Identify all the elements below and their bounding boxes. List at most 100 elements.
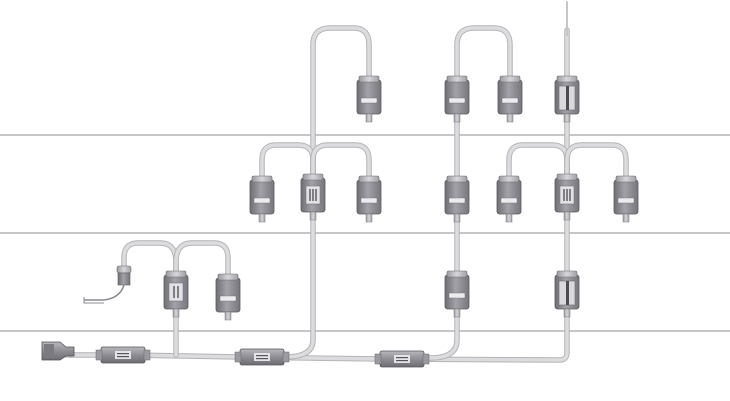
outlet-f3-a-body	[215, 277, 241, 313]
coupler-1-end-r	[143, 349, 151, 361]
cable-10	[455, 26, 512, 82]
cable-2	[428, 298, 459, 360]
outlet-f2-d[interactable]	[496, 175, 522, 223]
outlet-f1-d[interactable]	[554, 75, 580, 123]
coupler-2-label	[254, 353, 270, 361]
outlet-f1-b-cap	[446, 75, 468, 83]
two-way-splitter-f3-plug	[172, 308, 180, 318]
cable-edge-10	[454, 25, 513, 83]
outlet-f1-d-cap	[556, 75, 578, 83]
tee-splitter-f2-right-bar-2	[569, 189, 571, 201]
antenna-connector-wire	[84, 284, 125, 301]
outlet-f1-c-label	[501, 97, 519, 104]
coupler-1[interactable]	[95, 346, 151, 364]
outlet-f3-c-slot	[566, 281, 569, 305]
outlet-f2-c[interactable]	[444, 175, 470, 223]
antenna-connector-nut	[116, 265, 132, 274]
tee-splitter-f2-right[interactable]	[554, 173, 580, 221]
coupler-1-label	[115, 351, 131, 359]
coupler-3-eq-top	[396, 357, 408, 359]
outlet-f1-b-label	[448, 97, 466, 104]
outlet-f2-d-label	[500, 197, 518, 204]
cable-3	[283, 203, 315, 359]
outlet-f2-e-plug	[622, 213, 630, 223]
outlet-f2-e[interactable]	[613, 175, 639, 223]
outlet-f3-b[interactable]	[444, 270, 470, 318]
coupler-3[interactable]	[374, 350, 430, 368]
outlet-f3-c[interactable]	[554, 270, 580, 318]
outlet-f2-a[interactable]	[249, 175, 275, 223]
two-way-splitter-f3-face	[168, 282, 184, 302]
tee-splitter-f2-right-plug	[563, 211, 571, 221]
cable-6	[311, 143, 371, 182]
outlet-f2-b-label	[360, 197, 378, 204]
coupler-2-eq-bottom	[256, 358, 268, 360]
outlet-f3-b-body	[444, 274, 470, 310]
outlet-f3-b-cap	[446, 270, 468, 278]
outlet-f3-a-label	[219, 295, 237, 302]
outlet-f2-a-body	[249, 179, 275, 215]
outlet-f2-c-body	[444, 179, 470, 215]
outlet-f1-c[interactable]	[497, 75, 523, 123]
tee-splitter-f2-left-bar-0	[309, 189, 311, 201]
devices	[41, 75, 639, 368]
outlet-f1-b-body	[444, 79, 470, 115]
outlet-f1-d-slot	[566, 86, 569, 110]
coupler-2[interactable]	[234, 348, 290, 366]
antenna-connector[interactable]	[83, 265, 132, 304]
coupler-3-label	[394, 355, 410, 363]
tee-splitter-f2-right-cap	[556, 173, 578, 181]
tee-splitter-f2-left-bar-1	[312, 189, 314, 201]
outlet-f2-d-cap	[498, 175, 520, 183]
outlet-f1-c-cap	[499, 75, 521, 83]
tee-splitter-f2-left[interactable]	[300, 173, 326, 221]
antenna-connector-body	[117, 272, 131, 286]
tee-splitter-f2-right-bar-1	[566, 189, 568, 201]
outlet-f2-a-plug	[258, 213, 266, 223]
outlet-f3-c-cap	[556, 270, 578, 278]
coupler-3-end-l	[374, 353, 382, 365]
outlet-f1-c-plug	[506, 113, 514, 123]
two-way-splitter-f3[interactable]	[163, 270, 189, 318]
outlet-f1-b-plug	[453, 113, 461, 123]
outlet-f2-d-body	[496, 179, 522, 215]
outlet-f1-c-body	[497, 79, 523, 115]
floor-lines	[0, 134, 730, 332]
outlet-f1-a[interactable]	[356, 75, 382, 123]
cable-4	[311, 26, 371, 177]
outlet-f2-e-cap	[615, 175, 637, 183]
outlet-f1-b[interactable]	[444, 75, 470, 123]
outlet-f3-a[interactable]	[215, 273, 241, 321]
outlet-f2-a-cap	[251, 175, 273, 183]
outlet-f2-c-plug	[453, 213, 461, 223]
two-way-splitter-f3-bar-1	[177, 286, 179, 298]
outlet-f1-a-label	[360, 97, 378, 104]
outlet-f2-a-label	[253, 197, 271, 204]
coupler-3-end-r	[422, 353, 430, 365]
cable-edge-3	[282, 202, 316, 360]
outlet-f3-b-plug	[453, 308, 461, 318]
wall-plug-face	[44, 344, 54, 358]
outlet-f2-b[interactable]	[356, 175, 382, 223]
cable-15	[565, 143, 628, 182]
outlet-f2-e-body	[613, 179, 639, 215]
outlet-f1-a-cap	[358, 75, 380, 83]
outlet-f1-a-body	[356, 79, 382, 115]
wall-plug[interactable]	[41, 341, 75, 361]
outlet-f2-b-plug	[365, 213, 373, 223]
tee-splitter-f2-left-bar-2	[315, 189, 317, 201]
cable-17	[174, 241, 230, 280]
antenna-connector-tip	[83, 297, 104, 304]
coupler-2-end-r	[282, 351, 290, 363]
outlet-f3-a-cap	[217, 273, 239, 281]
cable-edge-16	[121, 240, 179, 278]
coupler-1-eq-bottom	[117, 356, 129, 358]
cables	[43, 1, 629, 363]
outlet-f1-d-plug	[563, 113, 571, 123]
outlet-f3-c-plug	[563, 308, 571, 318]
coupler-1-end-l	[95, 349, 103, 361]
cable-0	[68, 303, 569, 362]
two-way-splitter-f3-bar-0	[173, 286, 175, 298]
